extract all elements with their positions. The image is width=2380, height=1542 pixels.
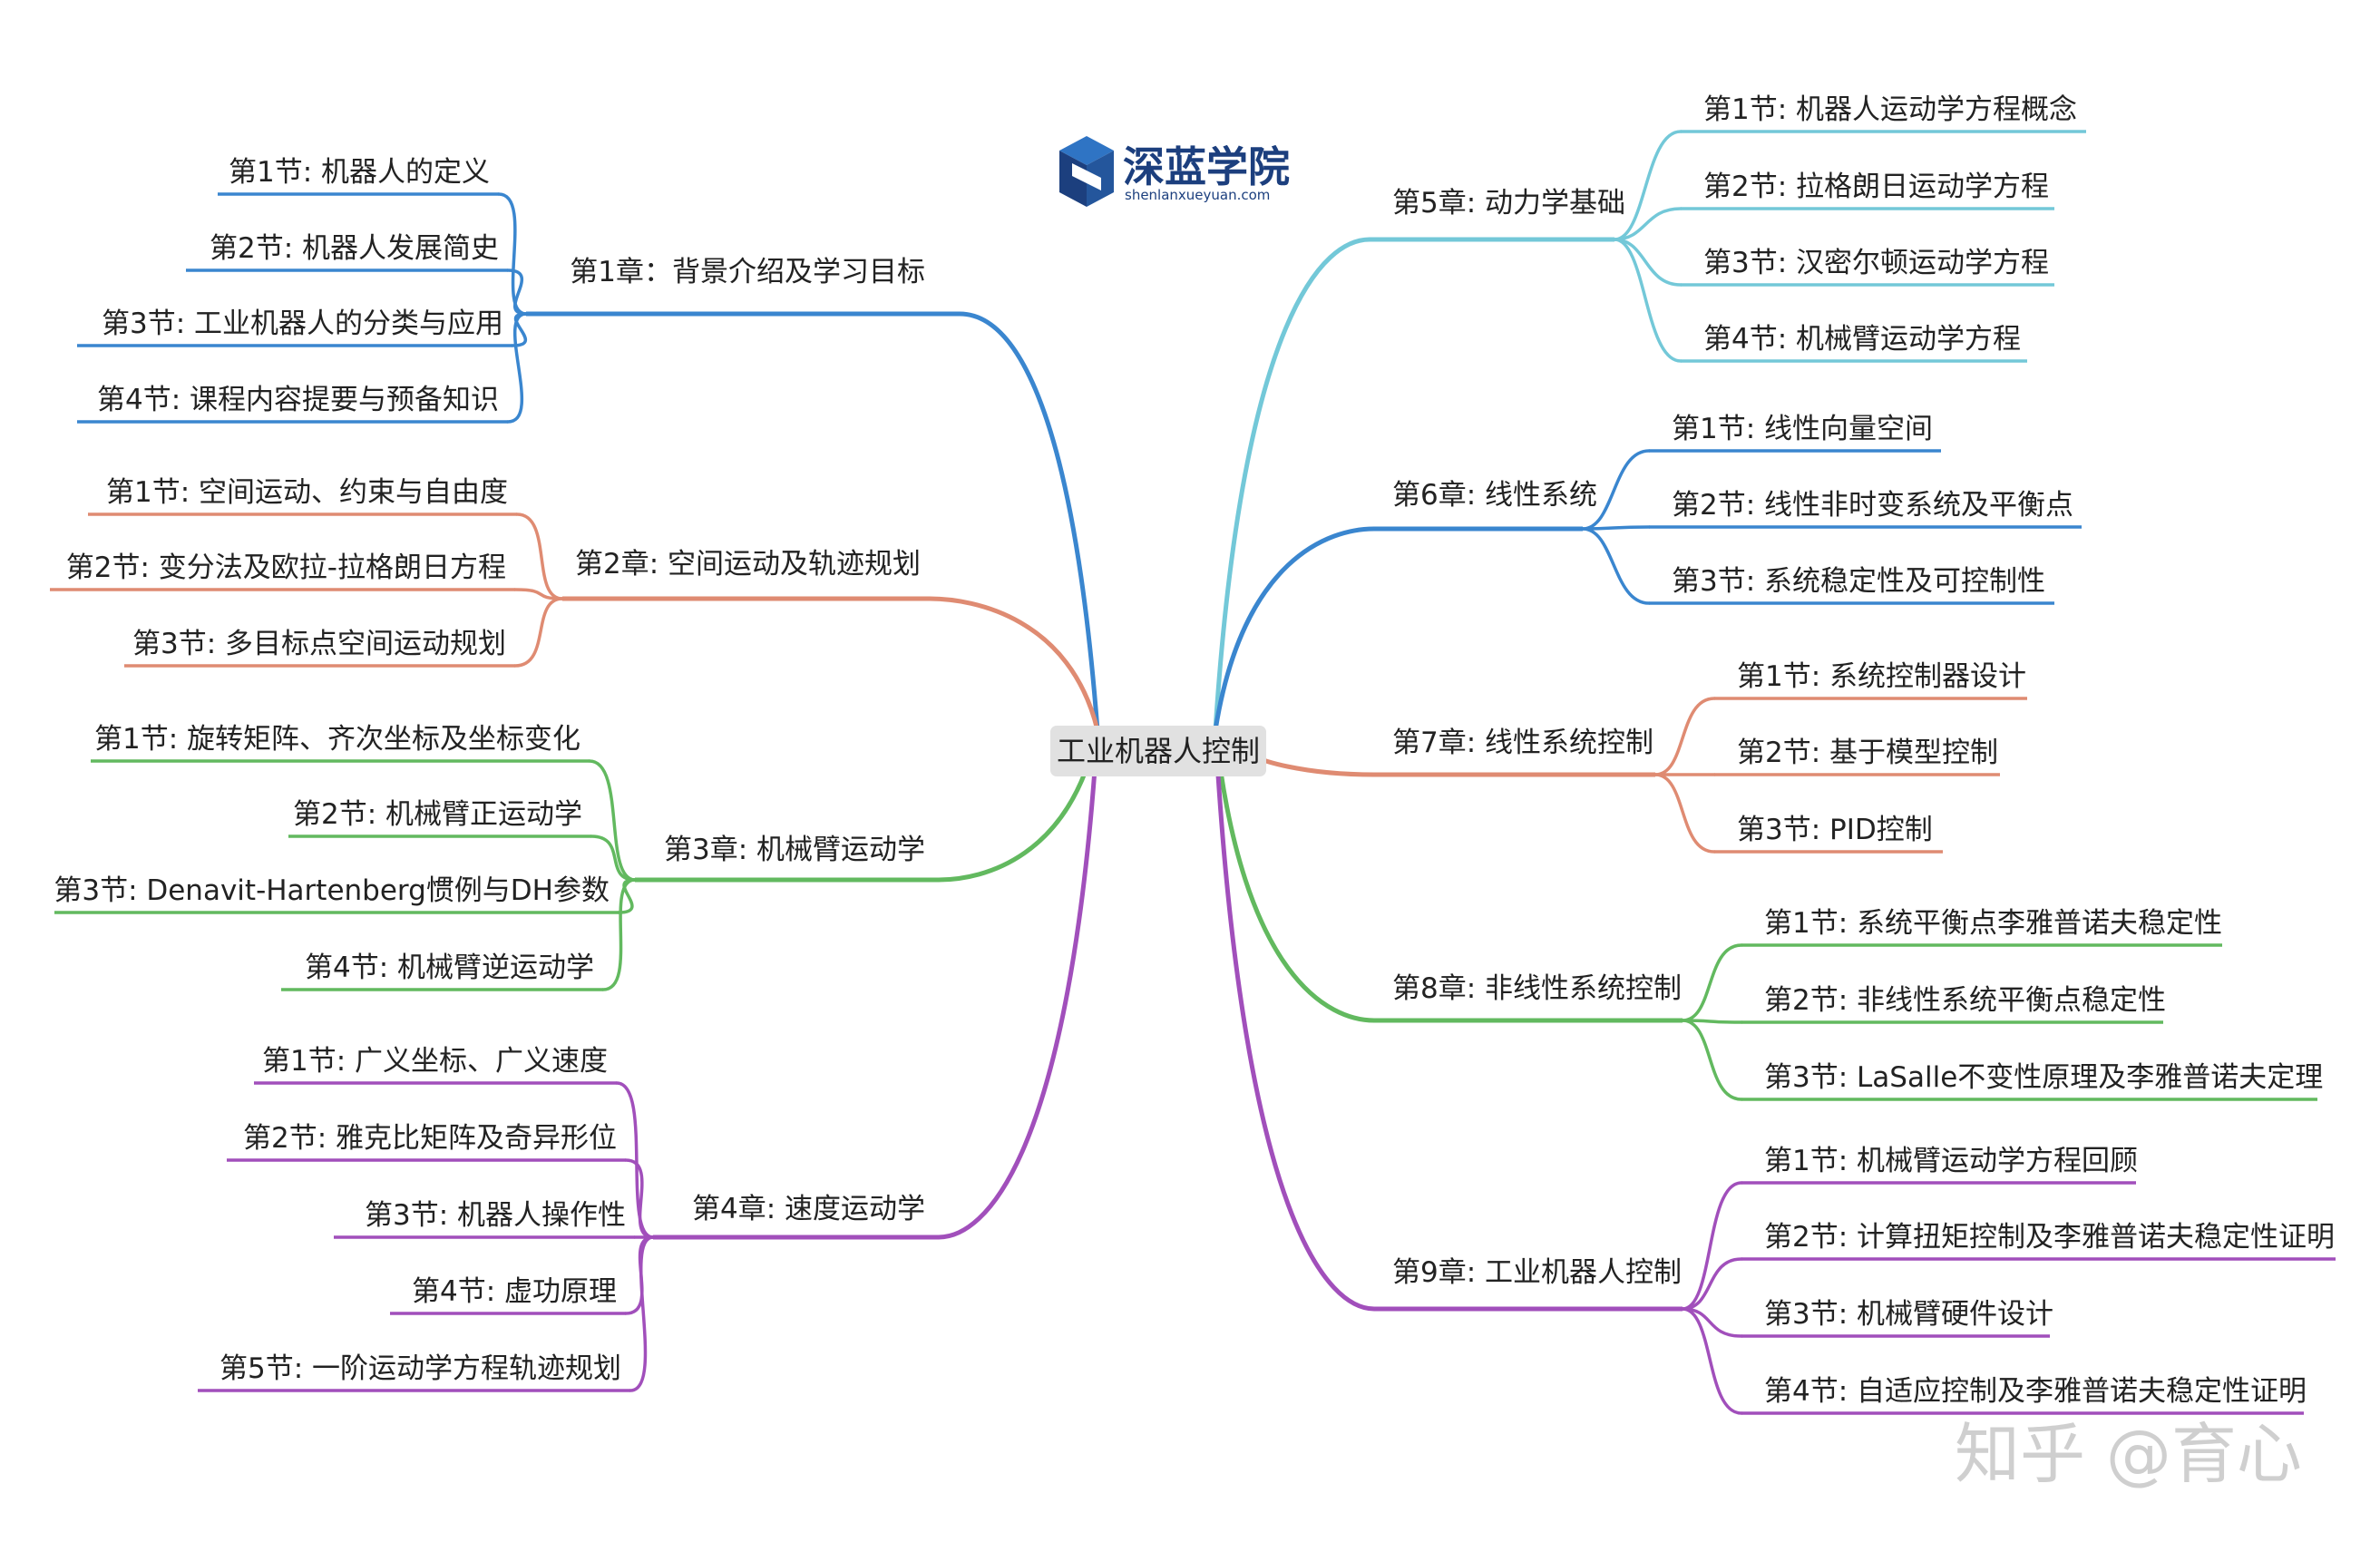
ch3-section-1: 第1节: 旋转矩阵、齐次坐标及坐标变化 [94, 723, 580, 756]
ch6-section-2-branch [1581, 525, 1651, 531]
ch6-section-1-branch [1581, 449, 1651, 531]
ch7-section-1: 第1节: 系统控制器设计 [1737, 660, 2026, 693]
ch6-trunk [1213, 526, 1377, 733]
ch9-section-3: 第3节: 机械臂硬件设计 [1764, 1298, 2053, 1331]
ch4-section-2: 第2节: 雅克比矩阵及奇异形位 [243, 1122, 617, 1155]
ch2-section-3-branch [513, 597, 564, 668]
ch9-section-1-branch [1681, 1181, 1743, 1311]
logo-name: 深蓝学院 [1123, 142, 1290, 191]
ch2-section-1-branch [515, 512, 564, 600]
ch9-section-4: 第4节: 自适应控制及李雅普诺夫稳定性证明 [1764, 1375, 2307, 1408]
ch1-section-1-branch [497, 192, 528, 316]
ch4-section-4: 第4节: 虚功原理 [412, 1275, 617, 1308]
ch1-section-4: 第4节: 课程内容提要与预备知识 [97, 384, 499, 416]
ch7-section-2: 第2节: 基于模型控制 [1737, 737, 1998, 769]
ch8-label: 第8章: 非线性系统控制 [1392, 972, 1682, 1005]
ch6-section-3-branch [1581, 527, 1651, 605]
ch7-section-3: 第3节: PID控制 [1737, 814, 1933, 846]
ch9-section-1: 第1节: 机械臂运动学方程回顾 [1764, 1145, 2138, 1177]
ch4-section-5: 第5节: 一阶运动学方程轨迹规划 [219, 1352, 621, 1385]
ch9-section-3-branch [1681, 1307, 1743, 1338]
ch1-section-3: 第3节: 工业机器人的分类与应用 [102, 307, 503, 340]
ch2-label: 第2章: 空间运动及轨迹规划 [575, 548, 921, 581]
ch3-section-2: 第2节: 机械臂正运动学 [293, 798, 582, 831]
ch6-section-1: 第1节: 线性向量空间 [1672, 413, 1933, 445]
ch5-label: 第5章: 动力学基础 [1392, 187, 1625, 220]
ch5-section-3: 第3节: 汉密尔顿运动学方程 [1703, 247, 2049, 279]
ch2-trunk [927, 596, 1100, 733]
zhihu-watermark: 知乎 @育心 [1955, 1416, 2302, 1492]
ch3-section-3: 第3节: Denavit-Hartenberg惯例与DH参数 [54, 874, 610, 907]
ch1-trunk [957, 311, 1100, 733]
ch8-section-1: 第1节: 系统平衡点李雅普诺夫稳定性 [1764, 907, 2222, 940]
ch7-label: 第7章: 线性系统控制 [1392, 727, 1653, 759]
ch8-trunk [1213, 727, 1377, 1023]
ch5-trunk [1213, 237, 1372, 733]
ch4-label: 第4章: 速度运动学 [692, 1193, 925, 1225]
ch7-section-3-branch [1653, 773, 1716, 854]
logo-url: shenlanxueyuan.com [1125, 187, 1270, 203]
ch9-section-2-branch [1681, 1257, 1743, 1311]
ch3-section-1-branch [588, 759, 637, 882]
root-node-box [1050, 726, 1266, 776]
ch1-section-2: 第2节: 机器人发展简史 [210, 232, 499, 265]
ch3-section-4-branch [601, 878, 637, 991]
ch1-section-2-branch [506, 268, 528, 316]
ch9-label: 第9章: 工业机器人控制 [1392, 1256, 1682, 1289]
shenlan-logo: 深蓝学院 shenlanxueyuan.com [1059, 136, 1290, 207]
root-node: 工业机器人控制 [1050, 726, 1266, 776]
ch6-section-3: 第3节: 系统稳定性及可控制性 [1672, 565, 2045, 598]
ch5-section-2-branch [1613, 207, 1683, 241]
ch2-section-2-branch [513, 588, 564, 600]
branch-lines [50, 130, 2336, 1415]
ch8-section-2-branch [1681, 1019, 1743, 1024]
ch4-section-2-branch [624, 1158, 655, 1239]
ch4-section-4-branch [624, 1235, 655, 1315]
ch5-section-1-branch [1613, 130, 1683, 241]
ch8-section-2: 第2节: 非线性系统平衡点稳定性 [1764, 984, 2166, 1017]
ch5-section-1: 第1节: 机器人运动学方程概念 [1703, 93, 2077, 126]
ch2-section-3: 第3节: 多目标点空间运动规划 [132, 628, 506, 660]
ch9-trunk [1213, 727, 1377, 1312]
ch3-section-2-branch [590, 834, 637, 882]
ch8-section-3-branch [1681, 1019, 1743, 1101]
ch1-section-4-branch [506, 312, 528, 424]
ch4-section-3: 第3节: 机器人操作性 [365, 1199, 626, 1232]
ch1-section-1: 第1节: 机器人的定义 [229, 156, 490, 189]
ch1-label: 第1章：背景介绍及学习目标 [570, 256, 925, 288]
ch4-section-5-branch [629, 1235, 655, 1392]
ch9-section-4-branch [1681, 1307, 1743, 1415]
ch3-label: 第3章: 机械臂运动学 [664, 834, 925, 866]
ch6-section-2: 第2节: 线性非时变系统及平衡点 [1672, 489, 2073, 522]
ch2-section-1: 第1节: 空间运动、约束与自由度 [106, 476, 508, 509]
ch5-section-2: 第2节: 拉格朗日运动学方程 [1703, 171, 2049, 203]
root-node-label: 工业机器人控制 [1057, 734, 1260, 768]
ch9-section-2: 第2节: 计算扭矩控制及李雅普诺夫稳定性证明 [1764, 1221, 2335, 1254]
ch3-section-4: 第4节: 机械臂逆运动学 [305, 952, 594, 984]
ch2-section-2: 第2节: 变分法及欧拉-拉格朗日方程 [66, 551, 506, 584]
ch5-section-4: 第4节: 机械臂运动学方程 [1703, 323, 2021, 356]
ch5-section-3-branch [1613, 238, 1683, 287]
ch6-label: 第6章: 线性系统 [1392, 479, 1597, 512]
ch5-section-4-branch [1613, 238, 1683, 363]
cube-logo-icon [1059, 136, 1114, 207]
ch4-trunk [936, 727, 1100, 1240]
ch8-section-1-branch [1681, 943, 1743, 1022]
ch7-section-1-branch [1653, 697, 1716, 776]
ch4-section-1: 第1节: 广义坐标、广义速度 [262, 1045, 608, 1078]
ch8-section-3: 第3节: LaSalle不变性原理及李雅普诺夫定理 [1764, 1061, 2323, 1094]
